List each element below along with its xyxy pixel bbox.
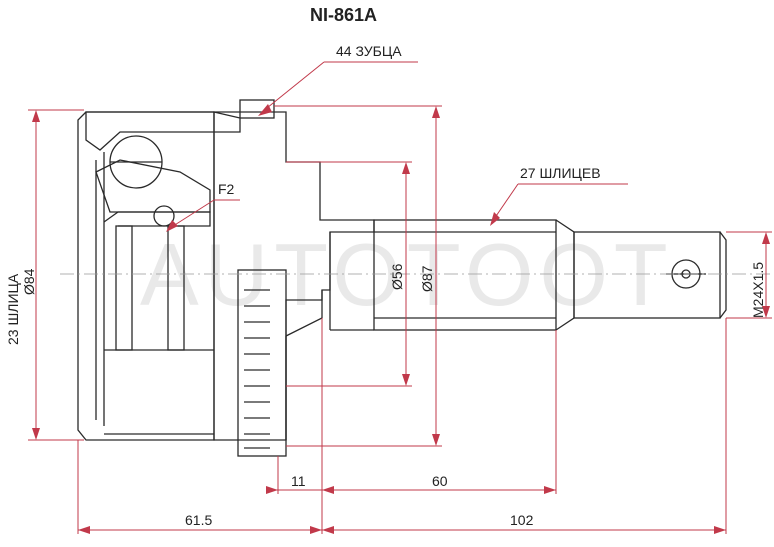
label-teeth: 44 ЗУБЦА (336, 43, 402, 59)
dim-61-5 (78, 526, 322, 534)
label-102: 102 (510, 512, 534, 528)
dim-d84 (28, 109, 84, 441)
dim-102 (322, 526, 726, 534)
label-thread: M24X1.5 (750, 262, 766, 318)
page-title: NI-861A (310, 5, 377, 25)
dim-60 (334, 330, 557, 494)
label-11: 11 (291, 473, 306, 489)
label-d84: Ø84 (21, 268, 37, 295)
label-60: 60 (432, 473, 448, 489)
dim-d87 (274, 105, 442, 447)
shaft (373, 219, 727, 331)
label-f2: F2 (218, 181, 235, 197)
callout-teeth (258, 61, 418, 116)
callout-f2 (166, 199, 240, 232)
watermark-text: AUTOTOOT (140, 225, 674, 324)
label-inner-splines: 23 ШЛИЦА (5, 273, 21, 345)
label-splines: 27 ШЛИЦЕВ (520, 165, 601, 181)
dim-thread (726, 231, 772, 319)
dim-11 (266, 486, 334, 494)
abs-ring (237, 99, 287, 457)
callout-splines (490, 183, 628, 226)
extension-lines (77, 318, 727, 534)
dim-d56 (286, 161, 412, 387)
label-61-5: 61.5 (185, 512, 212, 528)
label-d87: Ø87 (419, 265, 435, 292)
label-d56: Ø56 (389, 263, 405, 290)
